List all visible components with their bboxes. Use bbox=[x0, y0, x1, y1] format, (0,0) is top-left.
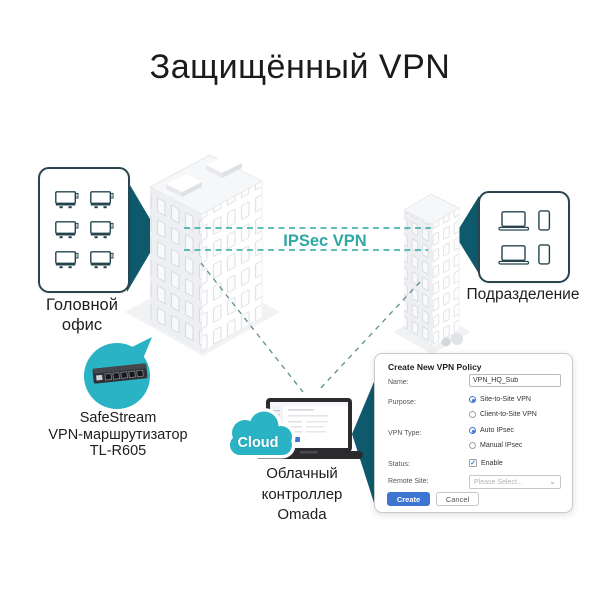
remote-site-dropdown[interactable]: Please Select... ⌄ bbox=[469, 475, 561, 489]
purpose-option-label: Client-to-Site VPN bbox=[480, 411, 537, 418]
dialog-title: Create New VPN Policy bbox=[388, 362, 482, 372]
smartphone-icon bbox=[537, 243, 550, 265]
vpn-type-manual-ipsec-radio[interactable]: Manual IPsec bbox=[469, 442, 522, 449]
branch-device-row bbox=[497, 209, 551, 231]
monitor-icon bbox=[54, 191, 78, 209]
purpose-label: Purpose: bbox=[388, 399, 417, 406]
router-label-line1: SafeStream bbox=[79, 410, 157, 426]
radio-unselected-icon[interactable] bbox=[469, 411, 476, 418]
radio-selected-icon[interactable] bbox=[469, 427, 476, 434]
laptop-icon bbox=[497, 210, 529, 231]
vpn-type-option-label: Auto IPsec bbox=[480, 427, 514, 434]
page-title: Защищённый VPN bbox=[149, 48, 451, 86]
name-label: Name: bbox=[388, 379, 409, 386]
checkbox-checked-icon[interactable]: ✓ bbox=[469, 459, 477, 467]
hq-to-cloud-line bbox=[200, 262, 304, 393]
ipsec-vpn-label: IPSec VPN bbox=[283, 232, 367, 250]
purpose-client-to-site-radio[interactable]: Client-to-Site VPN bbox=[469, 411, 537, 418]
purpose-option-label: Site-to-Site VPN bbox=[480, 396, 531, 403]
head-office-arrow bbox=[127, 180, 160, 292]
remote-site-placeholder: Please Select... bbox=[474, 478, 523, 486]
branch-devices-box bbox=[478, 191, 570, 283]
vpn-type-auto-ipsec-radio[interactable]: Auto IPsec bbox=[469, 427, 514, 434]
create-button[interactable]: Create bbox=[387, 492, 430, 506]
router-device bbox=[92, 363, 148, 384]
monitor-icon bbox=[54, 221, 78, 239]
cloud-label-line1: Облачный bbox=[266, 465, 338, 482]
cloud-shape bbox=[226, 408, 296, 459]
head-office-devices-box bbox=[38, 167, 130, 293]
router-label: SafeStream VPN-маршрутизатор TL-R605 bbox=[36, 410, 200, 460]
cloud-controller-label: Облачный контроллер Omada bbox=[240, 464, 364, 526]
cloud-label-line2: контроллер bbox=[261, 485, 343, 503]
monitor-icon bbox=[89, 221, 113, 239]
monitor-icon bbox=[89, 191, 113, 209]
cancel-button[interactable]: Cancel bbox=[436, 492, 479, 506]
remote-site-label: Remote Site: bbox=[388, 478, 429, 485]
status-value-label: Enable bbox=[481, 459, 503, 467]
branch-building bbox=[393, 193, 471, 354]
router-bubble bbox=[84, 337, 152, 409]
branch-to-cloud-line bbox=[317, 281, 421, 392]
purpose-site-to-site-radio[interactable]: Site-to-Site VPN bbox=[469, 396, 531, 403]
status-label: Status: bbox=[388, 461, 410, 468]
router-label-line2: VPN-маршрутизатор bbox=[48, 426, 188, 443]
status-enable-checkbox[interactable]: ✓ Enable bbox=[469, 459, 503, 467]
vpn-type-option-label: Manual IPsec bbox=[480, 442, 523, 449]
branch-device-row bbox=[497, 243, 551, 265]
chevron-down-icon: ⌄ bbox=[549, 477, 556, 486]
monitor-icon bbox=[54, 251, 78, 269]
laptop-icon bbox=[497, 244, 529, 265]
branch-arrow bbox=[455, 196, 479, 274]
cloud-badge: Cloud bbox=[237, 435, 279, 451]
name-input[interactable] bbox=[469, 374, 561, 387]
radio-selected-icon[interactable] bbox=[469, 396, 476, 403]
smartphone-icon bbox=[537, 209, 550, 231]
branch-label: Подразделение bbox=[466, 286, 580, 303]
head-office-label: Головной офис bbox=[46, 296, 118, 334]
create-vpn-policy-dialog: Create New VPN Policy Name: Purpose: Sit… bbox=[374, 353, 573, 513]
dialog-callout-arrow bbox=[352, 377, 376, 509]
monitor-icon-grid bbox=[54, 191, 114, 269]
radio-unselected-icon[interactable] bbox=[469, 442, 476, 449]
router-label-line3: TL-R605 bbox=[89, 443, 147, 459]
vpn-type-label: VPN Type: bbox=[388, 430, 422, 437]
cloud-label-line3: Omada bbox=[277, 506, 327, 523]
monitor-icon bbox=[89, 251, 113, 269]
